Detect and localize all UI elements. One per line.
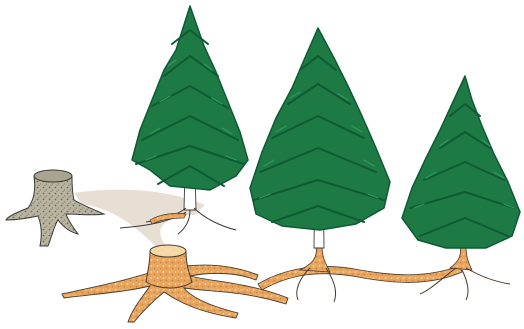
young-stump — [62, 245, 288, 322]
old-stump — [6, 170, 104, 246]
middle-tree-root-flare — [300, 246, 330, 272]
graft-root-main — [258, 266, 462, 290]
right-tree-root-b — [462, 270, 468, 300]
middle-spruce — [250, 28, 390, 248]
root-network — [258, 246, 510, 302]
old-stump-body — [6, 176, 104, 246]
right-spruce-canopy — [402, 76, 520, 248]
right-tree-root-flare — [450, 246, 472, 270]
right-spruce — [402, 76, 520, 248]
old-stump-top — [34, 170, 72, 182]
young-stump-top — [150, 245, 186, 257]
tall-spruce-canopy — [132, 6, 248, 190]
